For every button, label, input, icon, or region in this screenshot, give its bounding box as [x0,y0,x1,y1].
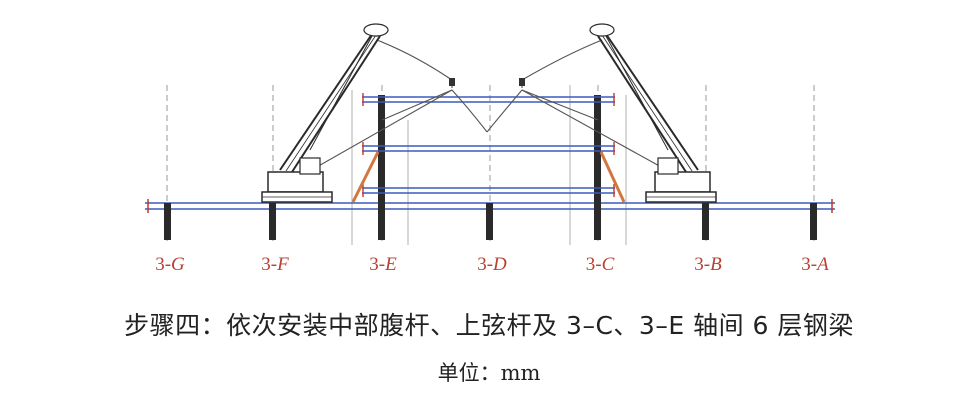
column-c [594,95,601,203]
pile-a [810,203,817,240]
pile-d [486,203,493,240]
pile-f [269,203,276,240]
crane-hooks [449,78,525,86]
brace-left [351,151,380,203]
axis-label-f: 3-F [261,254,289,275]
diagonal-braces [351,151,626,203]
unit-label: 单位：mm [437,361,541,385]
brace-right [599,151,626,203]
column-e [378,95,385,203]
steel-beams [362,96,615,194]
axis-label-d: 3-D [477,254,507,275]
step-caption: 步骤四：依次安装中部腹杆、上弦杆及 3–C、3–E 轴间 6 层钢梁 [124,311,854,340]
pile-e [378,203,385,240]
boundary-lines [351,85,627,245]
axis-label-b: 3-B [694,254,722,275]
left-crawler-crane [261,23,389,203]
beam-end-marks [362,93,615,197]
pile-g [164,203,171,240]
right-crawler-crane [589,23,717,203]
construction-step-diagram [145,23,835,245]
pile-c [594,203,601,240]
axis-label-a: 3-A [801,254,829,275]
lifting-cables [314,39,664,169]
axis-label-e: 3-E [369,254,397,275]
pile-b [702,203,709,240]
steel-columns [378,95,601,203]
axis-label-c: 3-C [585,254,615,275]
foundation-piles [164,203,817,240]
axis-label-g: 3-G [155,254,185,275]
